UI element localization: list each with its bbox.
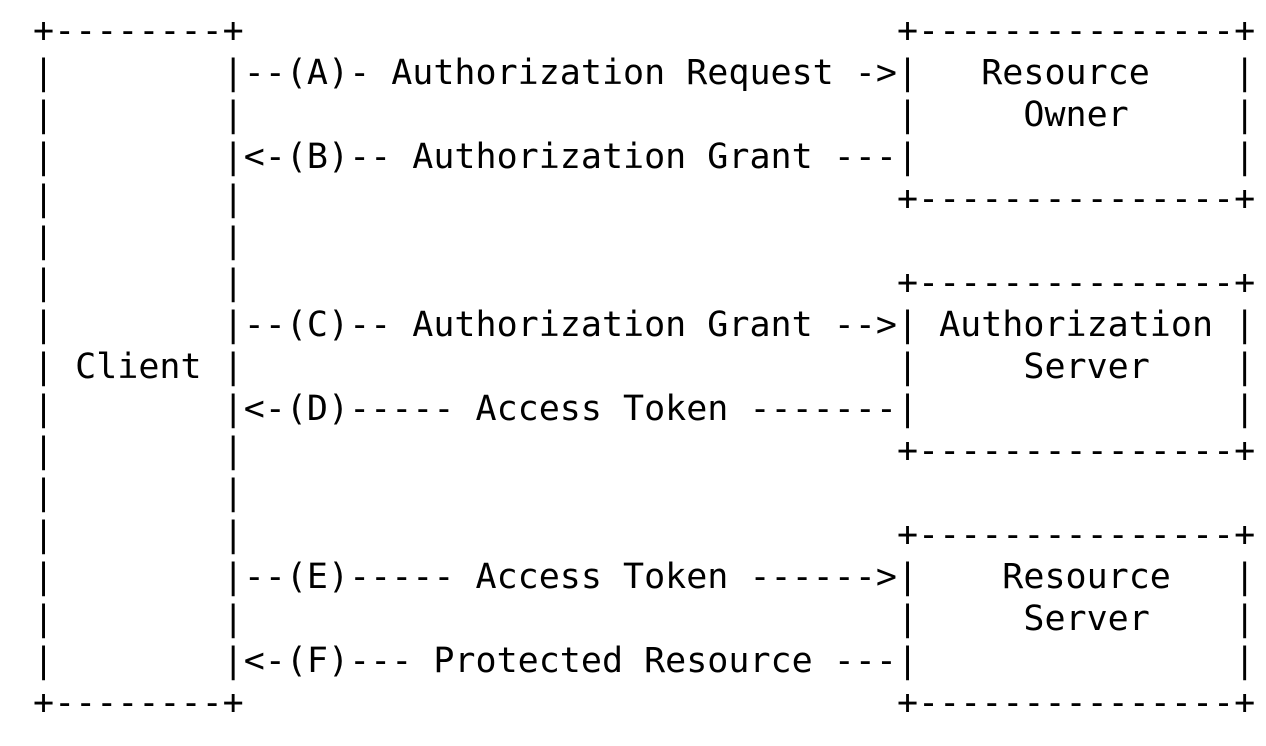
oauth2-abstract-flow-ascii-diagram: +--------+ +---------------+ | |--(A)- A…	[33, 11, 1256, 723]
